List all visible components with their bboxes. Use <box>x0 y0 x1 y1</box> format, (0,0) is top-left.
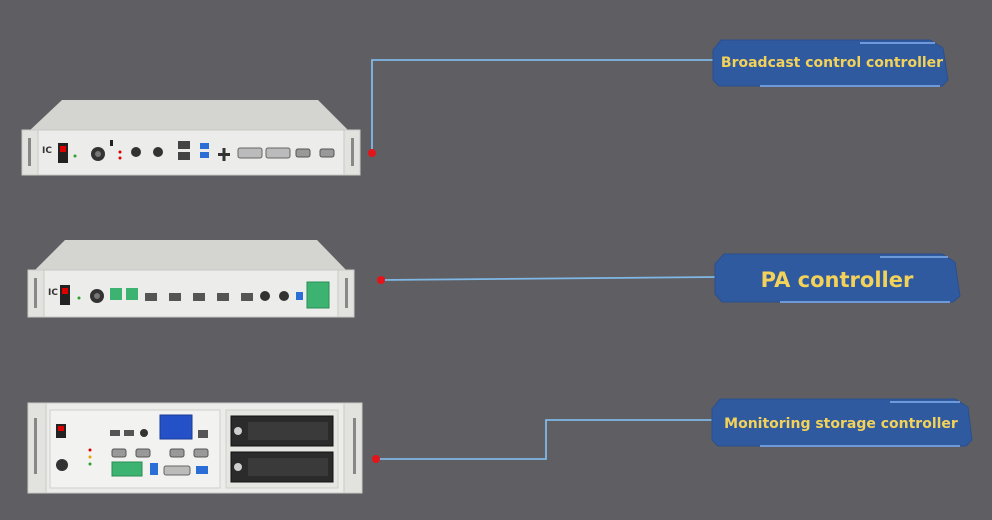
drive-lock-icon-2 <box>234 463 242 471</box>
status-led-icon <box>77 296 81 300</box>
rj45-port-icon-5 <box>241 293 253 301</box>
port-icon-1 <box>110 430 120 436</box>
serial-port-icon-2 <box>135 448 151 458</box>
label-text-monitoring: Monitoring storage controller <box>724 416 958 432</box>
audio-jack-icon <box>140 429 148 437</box>
usb-port-icon-1 <box>200 143 209 149</box>
cross-connector-icon-v <box>222 148 226 161</box>
label-text-broadcast: Broadcast control controller <box>721 55 943 71</box>
drive-lock-icon-1 <box>234 427 242 435</box>
rack-handle-right <box>351 138 354 166</box>
connector-line-monitoring <box>376 419 715 460</box>
rack-handle-left <box>28 138 31 166</box>
port-icon-2 <box>124 430 134 436</box>
connector-line-pa <box>380 276 719 281</box>
status-led-icon <box>73 154 77 158</box>
power-switch-indicator <box>58 426 64 431</box>
audio-jack-icon-1 <box>131 147 141 157</box>
drive-vent-1 <box>248 422 328 440</box>
device-top-lid <box>33 240 348 272</box>
power-switch-indicator <box>60 146 66 152</box>
rj45-port-icon-1 <box>178 141 190 149</box>
lcd-screen-icon <box>159 414 193 440</box>
connector-line-broadcast <box>371 59 715 153</box>
alarm-led-icon <box>118 150 122 154</box>
power-connector-icon <box>56 459 68 471</box>
small-switch-icon <box>110 140 113 146</box>
terminal-block-large-icon <box>306 281 330 309</box>
usb-port-icon <box>150 463 158 475</box>
audio-jack-icon-1 <box>260 291 270 301</box>
broadcast-controller-device: IC <box>21 100 361 176</box>
dvi-port-icon-2 <box>265 147 291 159</box>
rj45-port-icon-4 <box>217 293 229 301</box>
alarm-led-icon <box>88 448 92 452</box>
usb-port-icon-2 <box>200 152 209 158</box>
rj45-port-icon-2 <box>169 293 181 301</box>
terminal-block-icon-2 <box>126 288 138 300</box>
rack-handle-left <box>34 418 37 474</box>
rj45-port-icon-3 <box>193 293 205 301</box>
device-front-panel <box>27 269 355 318</box>
dvi-port-icon <box>163 465 191 476</box>
monitoring-controller-device <box>27 402 363 494</box>
power-connector-core <box>95 151 101 157</box>
brand-logo: IC <box>42 146 52 156</box>
serial-port-icon-3 <box>169 448 185 458</box>
terminal-block-icon-1 <box>110 288 122 300</box>
device-top-lid <box>28 100 350 132</box>
serial-port-icon-4 <box>193 448 209 458</box>
power-switch-indicator <box>62 288 68 294</box>
label-monitoring-storage-controller: Monitoring storage controller <box>711 398 973 447</box>
connector-dot-broadcast <box>368 149 376 157</box>
label-pa-controller: PA controller <box>714 253 961 303</box>
pa-controller-device: IC <box>27 240 355 318</box>
terminal-block-icon <box>111 461 143 477</box>
port-icon-3 <box>198 430 208 438</box>
brand-logo: IC <box>48 288 58 298</box>
connector-dot-monitoring <box>372 455 380 463</box>
serial-port-icon-1 <box>295 148 311 158</box>
audio-jack-icon-2 <box>153 147 163 157</box>
label-broadcast-control-controller: Broadcast control controller <box>712 39 949 87</box>
rack-handle-right <box>345 278 348 308</box>
drive-vent-2 <box>248 458 328 476</box>
power-switch-icon <box>60 285 70 305</box>
rj45-port-icon-2 <box>178 152 190 160</box>
audio-jack-icon-2 <box>279 291 289 301</box>
serial-port-icon-2 <box>319 148 335 158</box>
usb-port-icon <box>296 292 303 300</box>
dvi-port-icon-1 <box>237 147 263 159</box>
power-switch-icon <box>58 143 68 163</box>
alarm-led-icon-2 <box>118 156 122 160</box>
rack-handle-left <box>34 278 37 308</box>
serial-port-icon-1 <box>111 448 127 458</box>
rack-handle-right <box>353 418 356 474</box>
status-led-icon <box>88 462 92 466</box>
warning-led-icon <box>88 455 92 459</box>
rj45-port-icon-1 <box>145 293 157 301</box>
label-text-pa: PA controller <box>761 268 914 292</box>
network-port-icon <box>196 466 208 474</box>
connector-dot-pa <box>377 276 385 284</box>
power-connector-core <box>94 293 100 299</box>
